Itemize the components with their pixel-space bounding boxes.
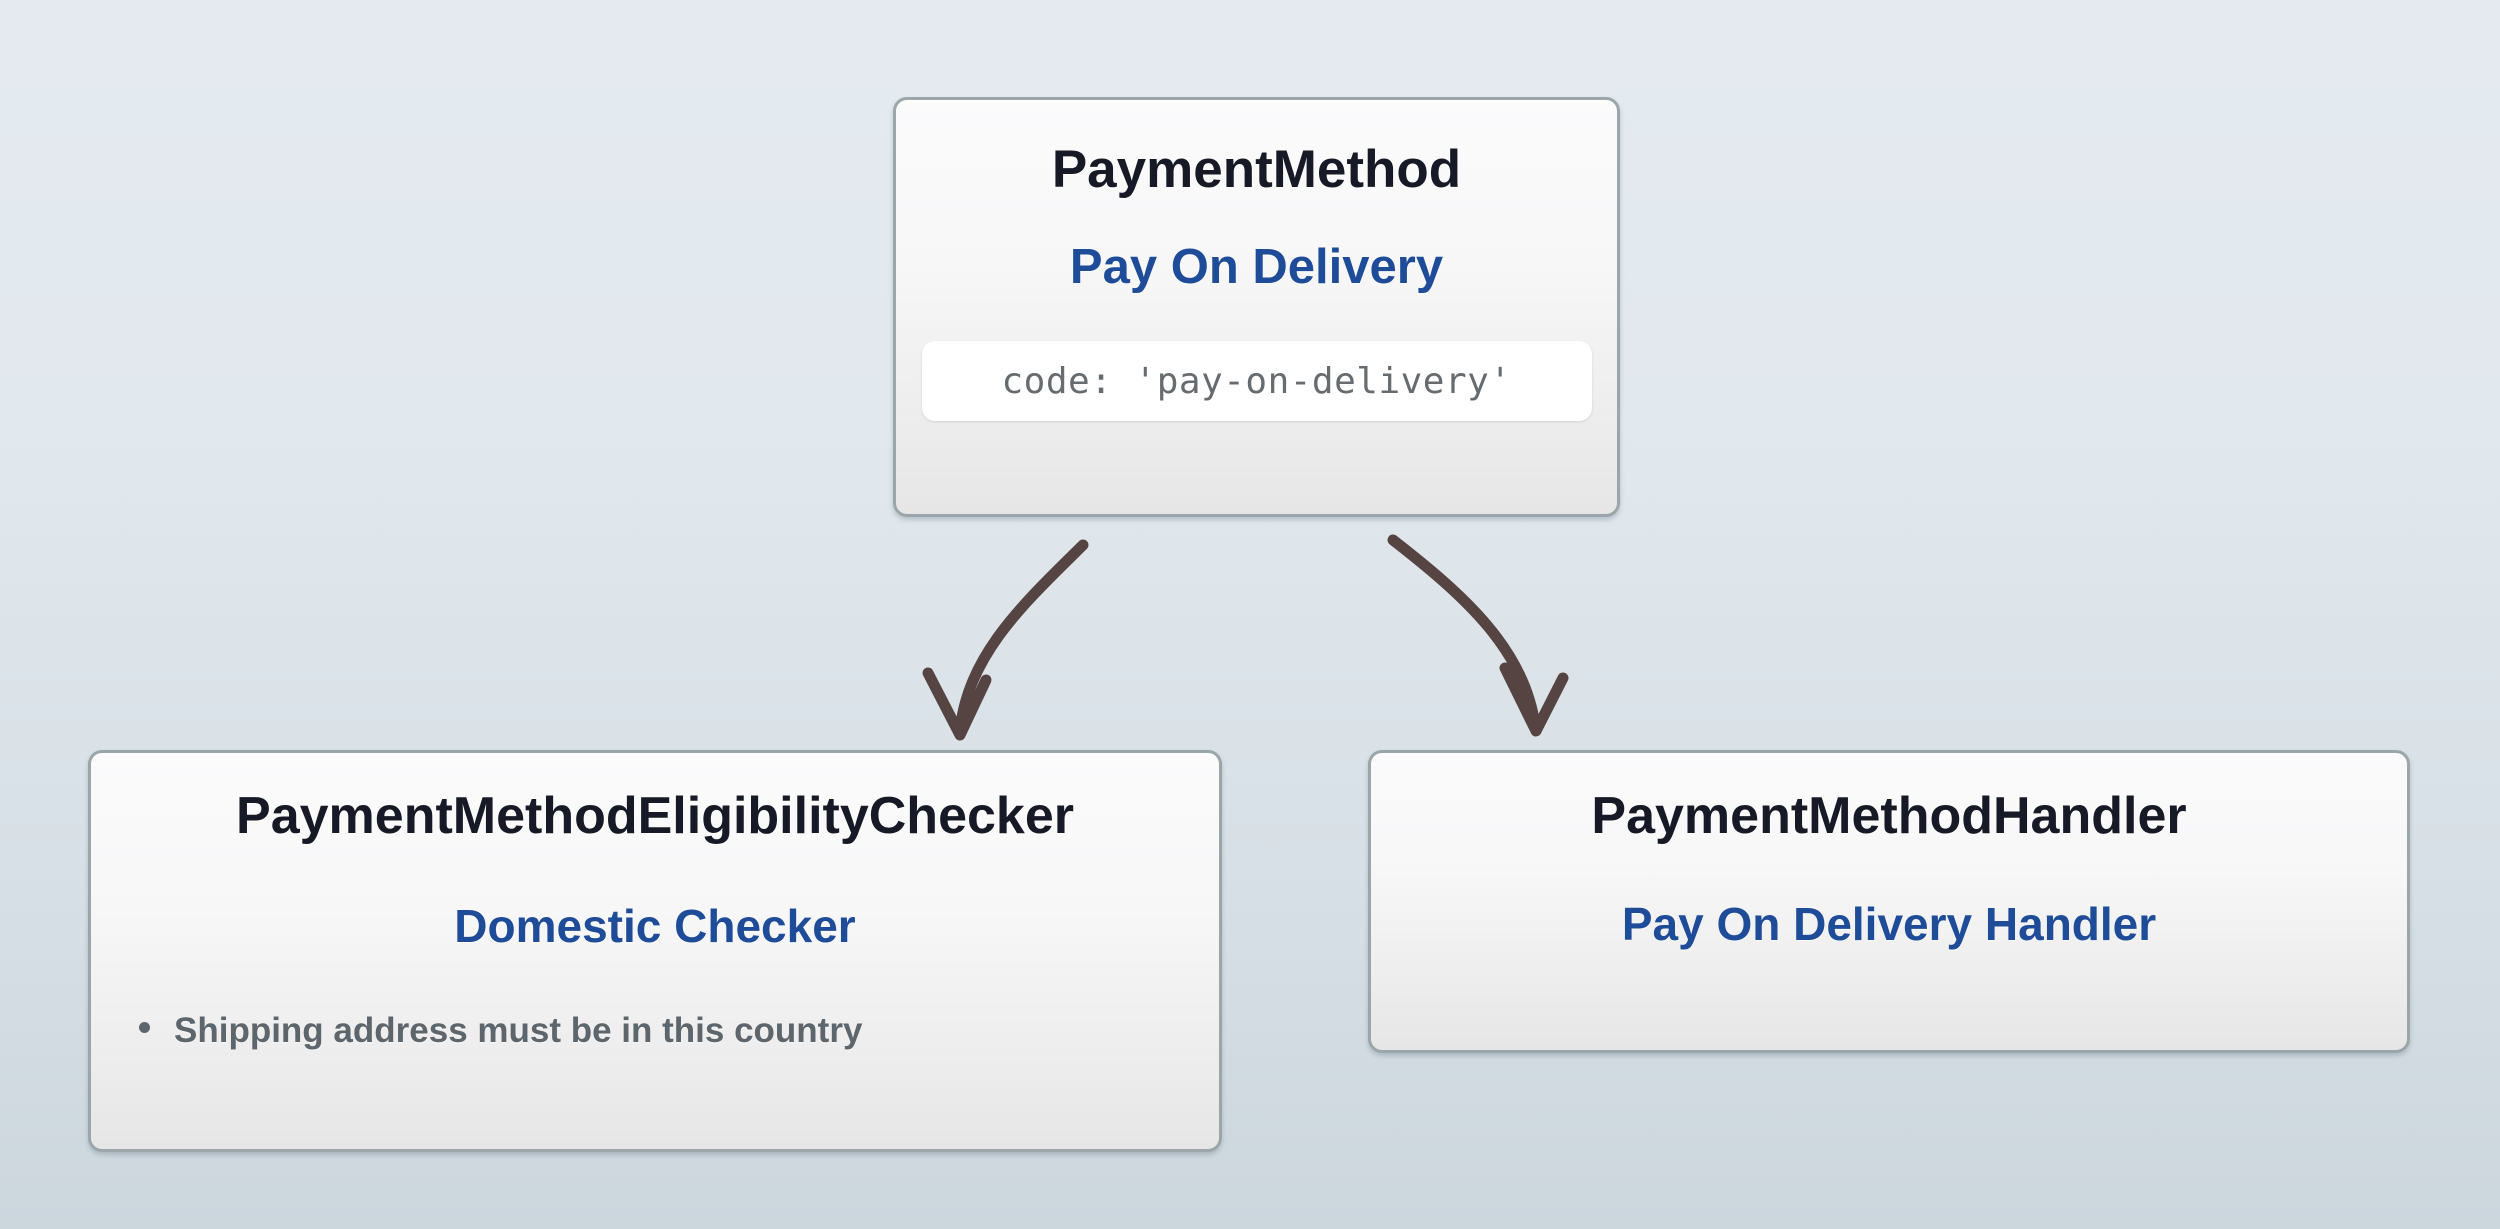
node-eligibility-checker[interactable]: PaymentMethodEligibilityChecker Domestic… <box>88 750 1222 1152</box>
node-payment-method-name-label: Pay On Delivery <box>1069 239 1444 294</box>
eligibility-checker-bullet-text: Shipping address must be in this country <box>174 1010 863 1050</box>
eligibility-checker-bullet-list: Shipping address must be in this country <box>121 1010 1189 1052</box>
edge-to-handler-curve <box>1387 534 1541 732</box>
node-payment-method-type-label: PaymentMethod <box>1051 140 1462 199</box>
edge-to-handler-arrowhead <box>1499 662 1569 737</box>
node-payment-method-handler[interactable]: PaymentMethodHandler Pay On Delivery Han… <box>1368 750 2410 1053</box>
node-eligibility-checker-name-label: Domestic Checker <box>454 899 856 952</box>
node-eligibility-checker-type-label: PaymentMethodEligibilityChecker <box>236 787 1074 845</box>
bullet-dot-icon <box>139 1021 150 1033</box>
list-item: Shipping address must be in this country <box>121 1010 1189 1052</box>
node-payment-method[interactable]: PaymentMethod Pay On Delivery code: 'pay… <box>893 97 1620 517</box>
node-payment-method-handler-name-label: Pay On Delivery Handler <box>1621 897 2157 950</box>
node-payment-method-handler-type-label: PaymentMethodHandler <box>1591 787 2187 845</box>
edge-to-eligibility-checker-curve <box>954 539 1089 737</box>
edge-to-eligibility-checker-arrowhead <box>922 667 992 741</box>
payment-method-code-chip: code: 'pay-on-delivery' <box>921 341 1592 422</box>
payment-method-code-text: code: 'pay-on-delivery' <box>1001 360 1512 402</box>
